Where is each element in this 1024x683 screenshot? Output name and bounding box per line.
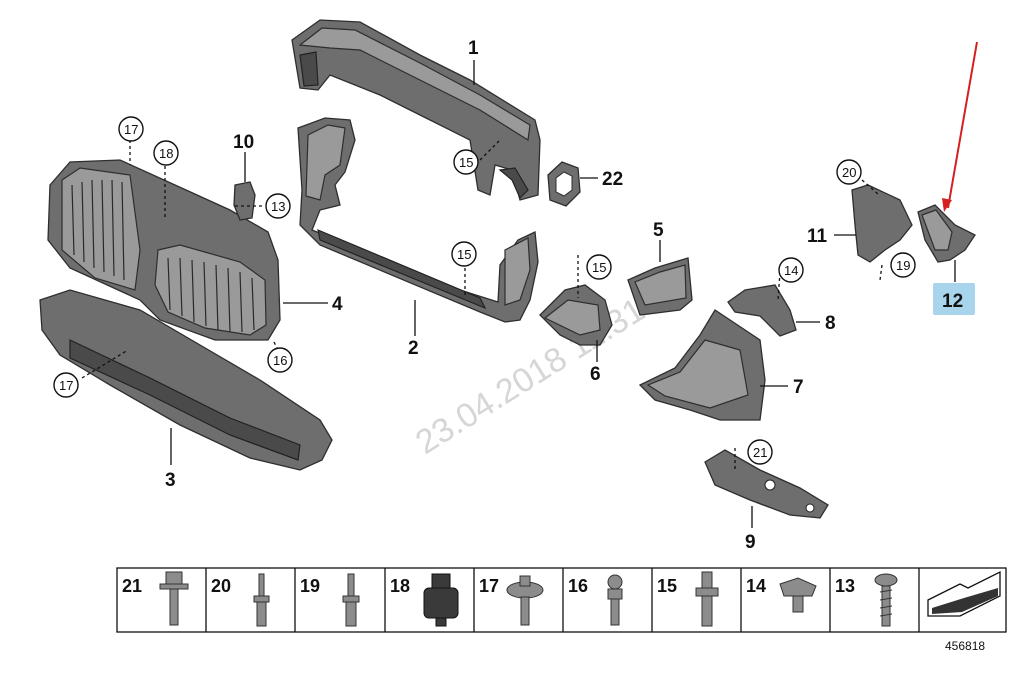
fastener-table: 21 20 19 18 (116, 567, 1007, 633)
table-label-20: 20 (211, 576, 231, 596)
table-cell-reference (927, 570, 1001, 617)
label-part-3: 3 (165, 470, 176, 491)
label-part-5: 5 (653, 220, 664, 241)
part-7-air-deflector[interactable] (638, 309, 766, 421)
table-label-21: 21 (122, 576, 142, 596)
label-part-22: 22 (602, 169, 623, 190)
table-cell-20[interactable]: 20 (211, 573, 270, 627)
label-part-7: 7 (793, 377, 804, 398)
table-cell-13[interactable]: 13 (835, 573, 898, 627)
label-part-4: 4 (332, 294, 343, 315)
label-part-2: 2 (408, 338, 419, 359)
screw-flange-icon (159, 571, 189, 626)
table-label-16: 16 (568, 576, 588, 596)
leader-lines (81, 60, 956, 528)
table-label-14: 14 (746, 576, 766, 596)
label-part-1: 1 (468, 38, 479, 59)
callout-15-frame: 15 (457, 247, 471, 262)
callout-14: 14 (784, 263, 798, 278)
part-9-lower-bracket[interactable] (704, 449, 829, 519)
table-label-18: 18 (390, 576, 410, 596)
table-cell-15[interactable]: 15 (657, 571, 719, 627)
callout-19: 19 (896, 258, 910, 273)
table-cell-21[interactable]: 21 (122, 571, 189, 626)
part-6-air-guide[interactable] (539, 284, 613, 346)
self-tapping-screw-icon (874, 573, 898, 627)
callout-17-top: 17 (124, 122, 138, 137)
part-11-side-bracket[interactable] (851, 184, 913, 263)
label-part-9: 9 (745, 532, 756, 553)
callout-18: 18 (159, 146, 173, 161)
table-label-19: 19 (300, 576, 320, 596)
table-label-17: 17 (479, 576, 499, 596)
label-part-8: 8 (825, 313, 836, 334)
part-1-upper-carrier[interactable] (291, 19, 541, 201)
label-part-12[interactable]: 12 (942, 291, 963, 312)
pin-icon (253, 573, 270, 627)
part-8-bracket[interactable] (727, 284, 797, 337)
red-arrow-icon (942, 41, 978, 212)
diagram-number: 456818 (945, 639, 985, 653)
part-numbers: 1 2 3 4 5 6 7 8 9 10 11 12 22 (165, 38, 975, 553)
table-cell-17[interactable]: 17 (479, 575, 544, 626)
label-part-10: 10 (233, 132, 254, 153)
table-cell-16[interactable]: 16 (568, 574, 623, 626)
ball-stud-icon (607, 574, 623, 626)
callout-21: 21 (753, 445, 767, 460)
part-10-sensor[interactable] (233, 181, 256, 221)
nut-clip-icon (779, 577, 817, 613)
part-12-deflector[interactable] (917, 204, 976, 263)
clip-icon (695, 571, 719, 627)
part-5-air-guide[interactable] (627, 257, 693, 316)
table-label-15: 15 (657, 576, 677, 596)
label-part-6: 6 (590, 364, 601, 385)
screw-washer-icon (506, 575, 544, 626)
callout-15-guide: 15 (592, 260, 606, 275)
table-label-13: 13 (835, 576, 855, 596)
rubber-mount-icon (423, 573, 459, 627)
callout-15-carrier: 15 (459, 155, 473, 170)
callout-17-bottom: 17 (59, 378, 73, 393)
table-cell-18[interactable]: 18 (390, 573, 459, 627)
circled-callouts: 17 18 13 16 17 15 15 15 14 21 20 19 (53, 116, 916, 465)
callout-13: 13 (271, 199, 285, 214)
callout-16: 16 (273, 353, 287, 368)
part-3-lower-air-duct[interactable] (39, 289, 333, 471)
callout-20: 20 (842, 165, 856, 180)
part-4-kidney-grille[interactable] (47, 159, 281, 341)
part-22-bracket[interactable] (547, 161, 581, 207)
part-2-front-frame[interactable] (297, 117, 539, 323)
label-part-11: 11 (807, 226, 828, 247)
table-cell-19[interactable]: 19 (300, 573, 360, 627)
highlight-part-12 (933, 283, 975, 315)
expanding-rivet-icon (342, 573, 360, 627)
reference-arrow-icon (927, 570, 1001, 617)
table-cell-14[interactable]: 14 (746, 576, 817, 613)
